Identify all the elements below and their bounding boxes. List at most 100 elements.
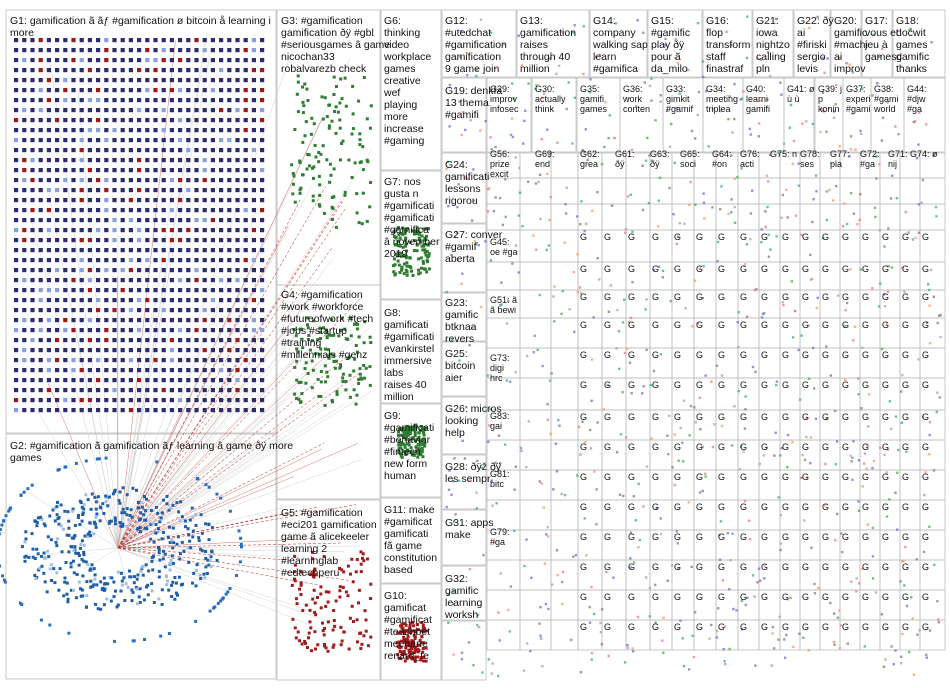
cluster-node: [420, 629, 424, 633]
g2-outer-node: [212, 606, 216, 610]
small-node: [718, 533, 721, 537]
g1-node: [219, 148, 224, 153]
grid-cell-label: G: [862, 592, 869, 602]
g1-node: [30, 238, 35, 243]
cluster-node: [319, 585, 323, 589]
small-node: [921, 178, 925, 182]
cluster-node: [301, 346, 305, 350]
g1-node: [161, 198, 166, 203]
small-node: [545, 533, 548, 536]
cluster-node: [314, 647, 317, 651]
small-node: [629, 566, 632, 569]
g1-node: [169, 278, 174, 283]
group-box-38: [441, 396, 487, 455]
edge-red: [117, 442, 325, 549]
small-node: [860, 407, 863, 410]
cluster-node: [319, 370, 323, 373]
g1-node: [251, 328, 256, 333]
g2-node: [69, 561, 73, 565]
small-node: [905, 450, 908, 453]
g1-node: [227, 38, 232, 43]
small-node: [637, 482, 640, 486]
g1-node: [30, 198, 35, 203]
g1-node: [243, 378, 248, 383]
cluster-node: [335, 359, 339, 363]
g1-node: [22, 188, 27, 193]
g1-node: [243, 288, 248, 293]
grid-cell-label: G: [922, 592, 929, 602]
group-box-10: [380, 583, 442, 681]
grid-cell-label: G: [882, 292, 889, 302]
small-node: [914, 236, 917, 240]
cluster-node: [403, 228, 407, 232]
cluster-node: [340, 97, 344, 101]
grid-cell-label: G: [652, 472, 659, 482]
g2-node: [72, 571, 76, 575]
g2-node: [187, 533, 191, 537]
g1-node: [71, 198, 76, 203]
g1-node: [79, 218, 84, 223]
cluster-node: [368, 383, 372, 387]
g2-outer-node: [228, 509, 232, 513]
g2-node: [66, 597, 70, 601]
g2-node: [82, 543, 86, 547]
g1-node: [169, 148, 174, 153]
small-node: [690, 129, 694, 133]
g1-node: [227, 78, 232, 83]
g1-node: [243, 48, 248, 53]
g1-node: [38, 318, 43, 323]
g1-node: [120, 158, 125, 163]
cluster-node: [417, 257, 421, 261]
cluster-node: [306, 326, 310, 330]
small-node: [845, 301, 849, 305]
g1-node: [71, 238, 76, 243]
small-node: [570, 638, 573, 642]
grid-cell-label: G: [802, 502, 809, 512]
edge-red: [117, 547, 320, 586]
g1-node: [46, 38, 51, 43]
g1-node: [194, 158, 199, 163]
g1-node: [104, 98, 109, 103]
grid-cell-label: G: [628, 292, 635, 302]
tiny-group-label: G44:#djw#ga: [907, 84, 927, 114]
g2-node: [163, 552, 167, 556]
small-node: [490, 672, 493, 675]
g2-node: [24, 554, 28, 558]
small-node: [650, 437, 653, 440]
small-node: [480, 466, 483, 469]
cluster-node: [354, 344, 358, 347]
g1-node: [161, 298, 166, 303]
g2-node: [86, 498, 90, 502]
small-node: [590, 358, 594, 361]
small-node: [520, 449, 523, 453]
g1-node: [128, 218, 133, 223]
g1-node: [55, 108, 60, 113]
small-node: [484, 119, 487, 123]
g1-node: [55, 288, 60, 293]
g1-node: [260, 368, 265, 373]
g2-node: [139, 517, 143, 521]
small-node: [867, 425, 870, 428]
g1-node: [22, 348, 27, 353]
g1-node: [79, 258, 84, 263]
g1-node: [202, 398, 207, 403]
cluster-node: [296, 74, 300, 78]
small-node: [930, 41, 933, 44]
g1-node: [38, 308, 43, 313]
g2-outer-node: [155, 460, 159, 464]
small-node: [504, 178, 507, 181]
g1-node: [161, 368, 166, 373]
g1-node: [104, 238, 109, 243]
g1-node: [169, 88, 174, 93]
g2-node: [81, 574, 85, 578]
g2-node: [141, 564, 145, 568]
g1-node: [14, 188, 19, 193]
small-node: [928, 342, 932, 345]
g2-node: [143, 495, 146, 498]
g1-node: [104, 58, 109, 63]
cluster-node: [421, 248, 425, 252]
small-node: [613, 136, 616, 140]
